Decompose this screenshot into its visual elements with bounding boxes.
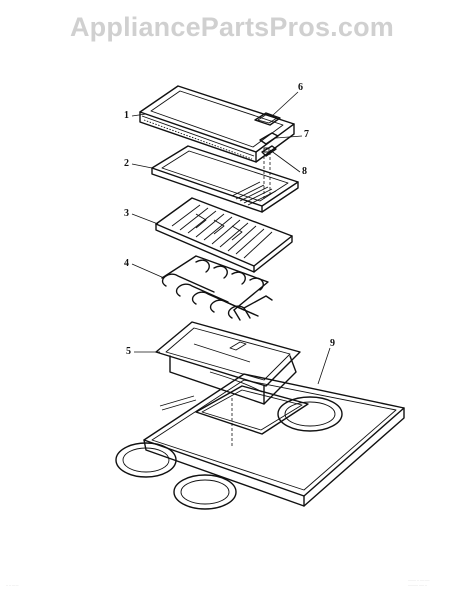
burner-well-left-front	[115, 442, 177, 478]
footer-right-line1: ········ ·· ···· ·····	[408, 578, 430, 582]
part-4-heating-element	[161, 255, 273, 321]
cooktop-outline	[143, 373, 405, 497]
footer-left-text: ·· ·· ··· ···	[6, 583, 19, 587]
callout-6: 6	[298, 82, 303, 93]
part-9-cooktop	[115, 373, 405, 510]
part-6-handle	[254, 112, 281, 126]
watermark-text: AppliancePartsPros.com	[69, 12, 394, 42]
part-1-grill-cover	[139, 85, 295, 163]
callout-9: 9	[330, 338, 335, 349]
callout-4: 4	[124, 258, 129, 269]
callout-3: 3	[124, 208, 129, 219]
callout-8: 8	[302, 166, 307, 177]
part-5-grill-basin	[155, 321, 301, 405]
callout-2: 2	[124, 158, 129, 169]
callout-leaders	[131, 91, 331, 385]
callout-7: 7	[304, 129, 309, 140]
part-3-ribbed-grill-plate	[155, 197, 293, 273]
burner-well-right-rear	[277, 396, 343, 432]
part-2-grill-grate	[151, 145, 299, 213]
center-grill-well	[195, 385, 309, 435]
footer-right-line2: ·········· ····· ··	[408, 583, 427, 587]
callout-1: 1	[124, 110, 129, 121]
callout-5: 5	[126, 346, 131, 357]
burner-well-center-front	[173, 474, 237, 510]
